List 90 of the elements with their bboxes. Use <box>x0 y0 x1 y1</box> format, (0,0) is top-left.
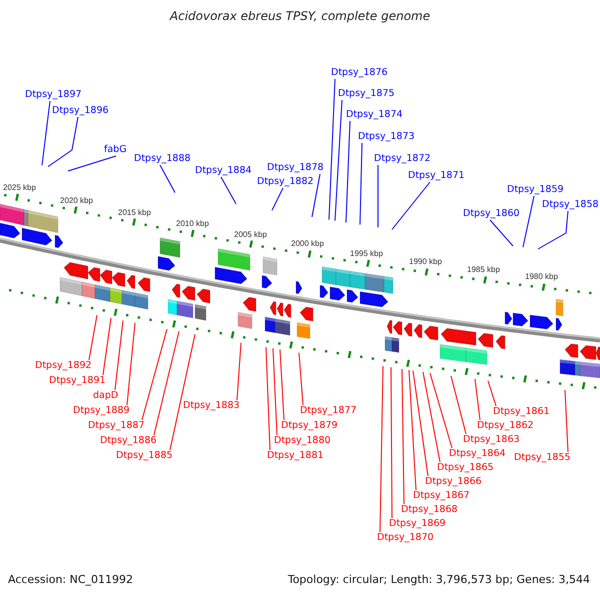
leader-line <box>488 380 496 406</box>
leader-line <box>522 196 534 248</box>
leader-line <box>360 142 362 226</box>
gene-label: dapD <box>93 390 118 402</box>
leader-line <box>266 346 270 450</box>
gene-label: Dtpsy_1884 <box>195 165 252 177</box>
gene-label: Dtpsy_1897 <box>25 89 82 101</box>
gene-label: Dtpsy_1860 <box>463 208 520 220</box>
gene-label: Dtpsy_1877 <box>300 405 357 417</box>
leader-line <box>142 328 168 420</box>
footer-text: Accession: NC_011992 <box>8 574 134 586</box>
gene-label: Dtpsy_1881 <box>267 450 324 462</box>
leader-line <box>430 372 452 448</box>
gene-label: Dtpsy_1887 <box>88 420 145 432</box>
leader-line <box>272 188 284 211</box>
leader-line <box>272 348 278 436</box>
gene-label: Dtpsy_1889 <box>73 405 130 417</box>
gene-label: Dtpsy_1855 <box>514 452 571 464</box>
leader-line <box>490 220 514 246</box>
gene-label: Dtpsy_1879 <box>281 420 338 432</box>
gene-label: Dtpsy_1874 <box>346 109 403 121</box>
leader-line <box>236 342 242 400</box>
gene-label: Dtpsy_1862 <box>477 420 534 432</box>
leader-line <box>334 100 342 222</box>
gene-label: fabG <box>104 144 127 156</box>
leader-line <box>346 120 350 223</box>
leader-line <box>48 116 78 168</box>
gene-label: Dtpsy_1859 <box>507 184 564 196</box>
leader-line <box>114 320 124 390</box>
gene-label: Dtpsy_1885 <box>116 450 173 462</box>
gene-label: Dtpsy_1873 <box>358 131 415 143</box>
gene-label: Dtpsy_1864 <box>449 448 506 460</box>
scale-label: 1985 kbp <box>467 265 500 274</box>
footer-text: Topology: circular; Length: 3,796,573 bp; Genes: 3,544 <box>288 574 590 586</box>
gene-label: Dtpsy_1871 <box>408 170 465 182</box>
gene-label: Dtpsy_1869 <box>389 518 446 530</box>
gene-label: Dtpsy_1883 <box>183 400 240 412</box>
leader-line <box>160 164 176 194</box>
gene-label: Dtpsy_1870 <box>377 532 434 544</box>
scale-label: 2020 kbp <box>60 196 93 205</box>
leader-line <box>312 174 320 218</box>
gene-label: Dtpsy_1868 <box>401 504 458 516</box>
gene-label: Dtpsy_1886 <box>100 435 157 447</box>
leader-line <box>220 176 236 204</box>
leader-line <box>126 322 136 406</box>
scale-label: 2010 kbp <box>176 219 209 228</box>
scale-label: 2005 kbp <box>234 230 267 239</box>
leader-line <box>298 352 304 406</box>
leader-line <box>402 368 404 504</box>
leader-line <box>380 366 384 532</box>
gene-label: Dtpsy_1880 <box>274 435 331 447</box>
leader-line <box>280 349 284 420</box>
leader-line <box>328 78 336 220</box>
scale-label: 2015 kbp <box>118 208 151 217</box>
gene-label: Dtpsy_1861 <box>493 406 550 418</box>
gene-label: Dtpsy_1875 <box>338 88 395 100</box>
leader-line <box>88 314 98 360</box>
gene-label: Dtpsy_1882 <box>257 176 314 188</box>
leader-line <box>538 210 568 250</box>
leader-line <box>154 330 180 436</box>
leader-line <box>102 317 112 376</box>
gene-label: Dtpsy_1863 <box>463 434 520 446</box>
leader-line <box>564 390 568 452</box>
leader-line <box>412 370 428 476</box>
scale-label: 2025 kbp <box>3 183 36 192</box>
gene-label: Dtpsy_1876 <box>331 67 388 79</box>
leader-line <box>422 372 440 462</box>
gene-label: Dtpsy_1891 <box>49 375 106 387</box>
gene-label: Dtpsy_1865 <box>437 462 494 474</box>
leader-line <box>68 156 116 172</box>
title: Acidovorax ebreus TPSY, complete genome <box>168 10 432 22</box>
gene-label: Dtpsy_1872 <box>374 153 431 165</box>
leader-line <box>392 182 430 230</box>
leader-line <box>450 375 466 434</box>
gene-label: Dtpsy_1858 <box>542 199 599 211</box>
scale-label: 2000 kbp <box>291 239 324 248</box>
leader-line <box>170 334 196 450</box>
leader-line <box>390 366 392 518</box>
scale-label: 1995 kbp <box>350 248 383 258</box>
gene-label: Dtpsy_1888 <box>134 153 191 165</box>
leader-line <box>408 370 416 490</box>
gene-label: Dtpsy_1896 <box>52 105 109 117</box>
scale-label: 1980 kbp <box>525 272 558 282</box>
gene-label: Dtpsy_1878 <box>267 162 324 174</box>
gene-label: Dtpsy_1866 <box>425 476 482 488</box>
scale-label: 1990 kbp <box>409 257 442 266</box>
leader-line <box>42 100 50 166</box>
gene-label: Dtpsy_1892 <box>35 360 92 372</box>
gene-label: Dtpsy_1867 <box>413 490 470 502</box>
leader-line <box>474 378 480 420</box>
